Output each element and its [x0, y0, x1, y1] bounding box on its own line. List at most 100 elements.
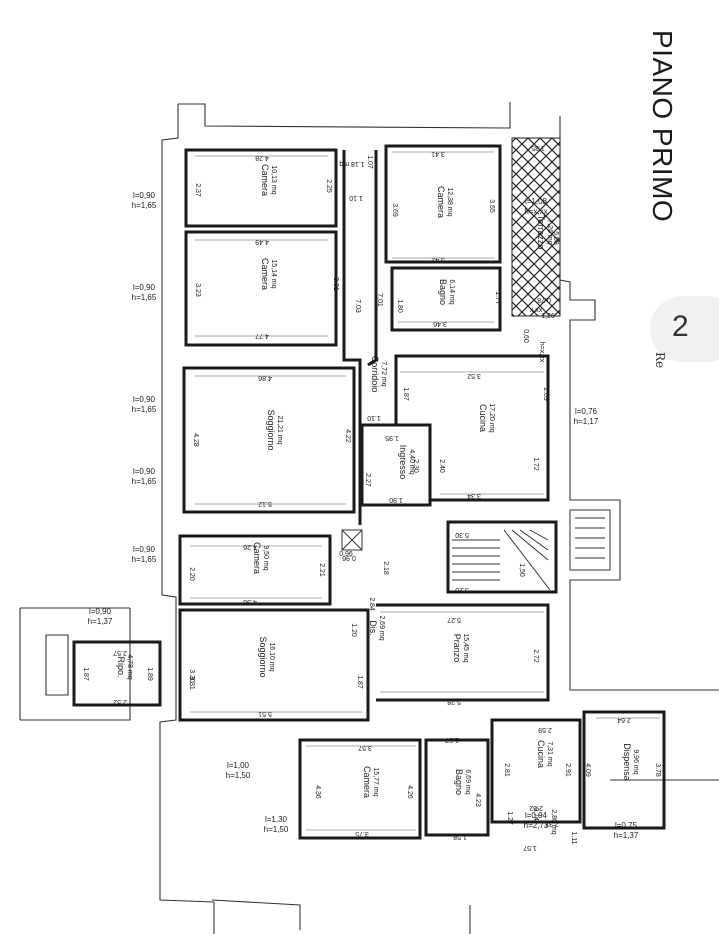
dimension-label: 2.64: [617, 716, 631, 723]
stairs: [452, 509, 611, 591]
window-width-label: l=0,90: [133, 395, 156, 404]
window-width-label: l=0,76: [575, 407, 598, 416]
room-area: 15,45 mq: [462, 633, 469, 662]
page-tab[interactable]: [650, 296, 719, 362]
dimension-label: 2.33: [545, 820, 559, 827]
dimension-label: 4.28: [255, 154, 269, 161]
dimension-label: 1.80: [396, 299, 403, 313]
dimension-label: 3.57: [358, 744, 372, 751]
dimension-label: 2.91: [564, 763, 571, 777]
dimension-label: 5.20: [455, 586, 469, 593]
void-box: [341, 529, 363, 551]
dimension-label: 1.20: [350, 623, 357, 637]
room-name: Camera: [260, 164, 270, 196]
dimension-label: 2.40: [438, 459, 445, 473]
window-height-label: h=1,65: [132, 405, 157, 414]
room-name: Corridoio: [370, 356, 380, 393]
dimension-label: 4.26: [243, 543, 257, 550]
dimension-label: 1.11: [570, 831, 577, 844]
room-name: Camera: [436, 186, 446, 218]
dimension-label: 1.18 mq: [339, 160, 364, 167]
dimension-label: 4.36: [243, 598, 257, 605]
dimension-label: 2.21: [318, 563, 325, 577]
dimension-label: 5.28: [447, 698, 461, 705]
room-name: Ingresso: [398, 445, 408, 480]
dimension-label: 2.72: [532, 649, 539, 663]
dimension-label: 1.07: [366, 155, 373, 169]
dimension-label: 7.01: [376, 293, 383, 307]
window-width-label: l=1,30: [265, 815, 288, 824]
dimension-label: 3.69: [391, 203, 398, 217]
dimension-label: 1.89: [146, 667, 153, 681]
room-area: 6,14 mq: [448, 279, 455, 304]
dimension-label: 0.96: [342, 554, 356, 561]
room-name: Cucina: [536, 740, 546, 768]
room-name: Dispensa: [622, 743, 632, 781]
dimension-label: 4.23: [474, 793, 481, 807]
dimension-label: 3.75: [355, 830, 369, 837]
room-area: 16,10 mq: [268, 642, 275, 671]
dimension-label: 2.27: [364, 473, 371, 487]
dimension-label: 1.72: [532, 457, 539, 471]
room-area: 4,78 mq: [126, 654, 133, 679]
dimension-label: 2.20: [188, 567, 195, 581]
dimension-label: 1.35: [531, 144, 545, 151]
dimension-label: 2.81: [503, 763, 510, 777]
dimension-label: 1.87: [356, 675, 363, 689]
dimension-label: 2.52: [529, 804, 543, 811]
dimension-label: 3.46: [433, 320, 447, 327]
dimension-label: 1.58: [453, 833, 467, 840]
room-name: Bagno: [438, 279, 448, 305]
dimension-label: 2.18: [382, 561, 389, 575]
room-area: 7,26 mq: [546, 219, 553, 244]
dimension-label: 5.27: [447, 616, 461, 623]
dimension-label: 2.57: [113, 649, 127, 656]
dimension-label: 1.95: [385, 434, 399, 441]
dimension-label: 3.34: [467, 492, 481, 499]
dimension-label: 1.87: [82, 667, 89, 681]
room-name: Camera: [252, 542, 262, 574]
dimension-label: 2.59: [538, 726, 552, 733]
room-name: Bagno: [454, 769, 464, 795]
window-width-label: l=0,94: [525, 811, 548, 820]
window-width-label: l=0,90: [89, 607, 112, 616]
dimension-label: 1.77: [494, 291, 501, 305]
dimension-label: 0.74: [532, 807, 539, 821]
window-width-label: l=0,90: [133, 467, 156, 476]
window-height-label: h=1,37: [88, 617, 113, 626]
dimension-label: 2.37: [194, 183, 201, 197]
plan-title: PIANO PRIMO: [647, 30, 678, 223]
dimension-label: 5.30: [455, 531, 469, 538]
room-area: 9,96 mq: [632, 749, 639, 774]
dimension-label: 3.52: [467, 372, 481, 379]
window-height-label: h=x,xx: [524, 207, 547, 216]
terrace-hatch: [511, 137, 561, 317]
dimension-label: 3.41: [431, 150, 445, 157]
dimension-label: 1.27: [506, 811, 513, 825]
room-name: Pranzo: [452, 634, 462, 663]
window-width-label: l=1,08: [525, 197, 548, 206]
dimension-label: 2.69: [542, 387, 549, 401]
dimension-label: 3.31: [332, 277, 339, 291]
room-area: 17,20 mq: [488, 403, 495, 432]
dimension-label: 2.25: [325, 179, 332, 193]
annotation-label: h=x,xx: [538, 342, 545, 363]
window-width-label: l=0,90: [133, 283, 156, 292]
dimension-label: 1.57: [445, 736, 459, 743]
dimension-label: 2.30: [412, 459, 419, 473]
dimension-label: 4.77: [255, 332, 269, 339]
dimension-label: 5.58: [552, 231, 559, 245]
dimension-label: 1.90: [389, 496, 403, 503]
room-area: 7,72 mq: [380, 361, 387, 386]
dimension-label: 5.12: [258, 500, 272, 507]
annotation-label: 3.30: [188, 669, 195, 683]
room-area: 4,40 mq: [408, 449, 415, 474]
room-name: Camera: [362, 766, 372, 798]
room-name: Ripo.: [116, 656, 126, 677]
window-width-label: l=1,00: [227, 761, 250, 770]
room-name: Cucina: [478, 404, 488, 432]
signature: Re: [653, 352, 667, 369]
dimension-label: 4.09: [584, 763, 591, 777]
